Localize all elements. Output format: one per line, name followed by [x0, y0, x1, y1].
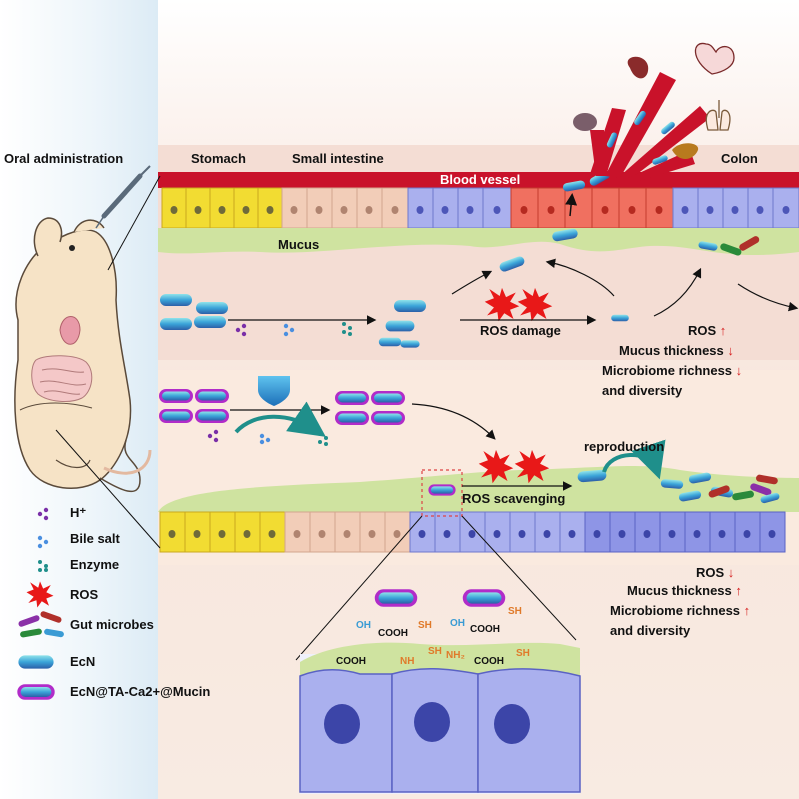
label-blood-vessel: Blood vessel: [440, 172, 521, 187]
outcome-top-mucus-thickness: Mucus thickness: [619, 343, 724, 358]
legend-bile-glyph: [37, 535, 49, 549]
organ-kidney-icon: [627, 56, 649, 79]
top-colon-microbes: [697, 236, 760, 256]
label-small-intestine: Small intestine: [292, 151, 384, 166]
organ-liver-icon: [672, 143, 699, 160]
top-enzyme-dots: [342, 322, 352, 336]
top-up-arrow: [451, 270, 493, 295]
label-colon: Colon: [721, 151, 758, 166]
bottom-epithelium: [159, 511, 786, 553]
fg-sh-3: SH: [508, 606, 522, 617]
label-reproduction: reproduction: [584, 439, 665, 454]
translocation-cluster: [551, 168, 612, 242]
arrow-down-icon: ↓: [735, 363, 743, 378]
fg-nh2: NH₂: [446, 650, 465, 661]
arrow-up-icon: ↑: [719, 323, 727, 338]
bottom-colonizing-ecn: [660, 471, 781, 504]
arrow-down-icon: ↓: [727, 565, 735, 580]
zoom-line-right: [461, 515, 577, 641]
arrow-up-icon: ↑: [735, 583, 742, 598]
fg-nh: NH: [400, 656, 415, 667]
outcome-bottom-ros: ROS: [696, 565, 725, 580]
bottom-coated-on-mucus: [428, 484, 456, 496]
arrow-down-icon: ↓: [727, 343, 734, 358]
top-back-arrow: [545, 258, 615, 297]
organ-spleen-icon: [573, 113, 597, 131]
legend-enzyme-glyph: [38, 560, 48, 572]
organ-lung-icon: [705, 100, 731, 131]
legend-gut-microbes: Gut microbes: [70, 617, 154, 632]
label-ros-damage: ROS damage: [480, 323, 561, 338]
outcome-top-richness: Microbiome richness: [602, 363, 733, 378]
legend-enzyme: Enzyme: [70, 557, 120, 572]
mouse-link-bottom: [55, 429, 161, 549]
arrow-up-icon: ↑: [743, 603, 751, 618]
mouse-illustration: [14, 165, 152, 493]
top-hplus-dots: [235, 323, 247, 337]
outcome-top-ros: ROS: [688, 323, 717, 338]
outcome-bottom-diversity: and diversity: [610, 623, 691, 638]
bottom-curved-arrow: [234, 401, 326, 437]
top-ecn-small: [611, 314, 629, 322]
zoom-line-left: [295, 515, 423, 661]
label-ros-scavenging: ROS scavenging: [462, 491, 566, 506]
fg-sh-4: SH: [516, 648, 530, 659]
legend-microbe-glyph: [18, 611, 64, 638]
reproduction-arrow: [602, 439, 666, 480]
bottom-down-arrow: [411, 403, 496, 440]
top-mucus: [158, 228, 799, 256]
fg-oh-2: OH: [450, 618, 465, 629]
legend-ecn: EcN: [70, 654, 96, 669]
legend-ros: ROS: [70, 587, 99, 602]
bottom-hplus-dots: [207, 429, 219, 443]
organ-heart-icon: [694, 42, 735, 75]
outcome-top-diversity: and diversity: [602, 383, 683, 398]
zoom-box: [421, 469, 463, 517]
top-exit-arrow: [737, 283, 799, 312]
fg-cooh-2: COOH: [336, 656, 366, 667]
fg-oh-1: OH: [356, 620, 371, 631]
fg-sh-2: SH: [428, 646, 442, 657]
legend-hplus: H⁺: [70, 505, 87, 520]
fg-cooh-3: COOH: [470, 624, 500, 635]
label-oral-administration: Oral administration: [4, 151, 124, 166]
outcome-bottom-mucus-thickness: Mucus thickness: [627, 583, 732, 598]
top-colon-arrow: [653, 267, 702, 317]
label-mucus: Mucus: [278, 237, 320, 252]
top-epithelium: [161, 187, 799, 229]
fg-cooh-4: COOH: [474, 656, 504, 667]
legend-ecn-coated: EcN@TA-Ca2+@Mucin: [70, 684, 211, 699]
zoom-inset: [299, 589, 581, 794]
legend-bile-salt: Bile salt: [70, 531, 120, 546]
fg-cooh-1: COOH: [378, 628, 408, 639]
outcome-bottom-richness: Microbiome richness: [610, 603, 741, 618]
fg-sh-1: SH: [418, 620, 432, 631]
legend-ecn-coated-glyph: [17, 684, 55, 700]
label-stomach: Stomach: [191, 151, 246, 166]
mouse-link-top: [107, 175, 161, 271]
legend-hplus-glyph: [37, 507, 49, 521]
legend-ecn-glyph: [18, 655, 54, 669]
shield-icon: [258, 376, 290, 406]
top-bile-dots: [283, 323, 295, 337]
bottom-bile-dots: [259, 433, 271, 445]
